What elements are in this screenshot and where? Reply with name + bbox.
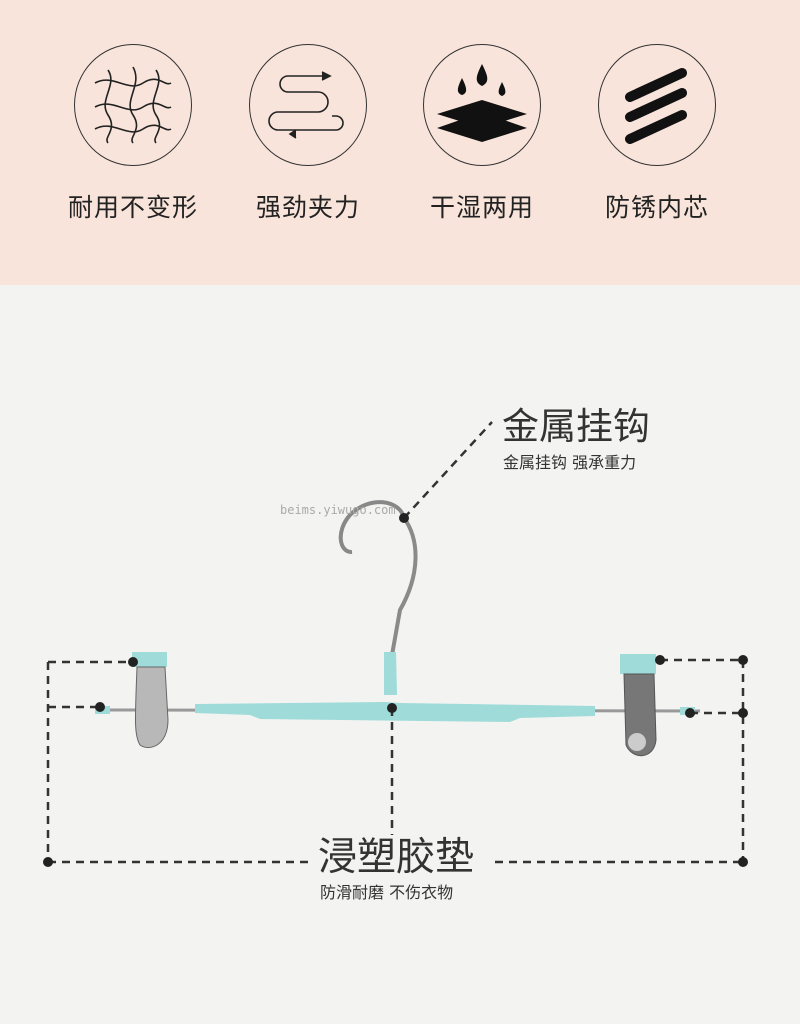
stripes-icon (598, 44, 716, 166)
pad-subtitle: 防滑耐磨 不伤衣物 (320, 883, 454, 902)
pad-title: 浸塑胶垫 (318, 835, 475, 880)
feature-rustproof: 防锈内芯 (587, 44, 727, 224)
watermark: beims.yiwugo.com (280, 503, 396, 517)
metal-hook (338, 500, 406, 554)
dashed-guides (46, 421, 745, 864)
left-clip (132, 652, 169, 749)
feature-wet-dry: 干湿两用 (412, 44, 552, 224)
hanger (95, 500, 701, 757)
feature-durable: 耐用不变形 (63, 44, 203, 224)
guide-dots (43, 513, 748, 867)
feature-clamp: 强劲夹力 (238, 44, 378, 224)
water-layers-icon (423, 44, 541, 166)
hook-subtitle: 金属挂钩 强承重力 (503, 453, 637, 472)
right-clip (620, 654, 657, 757)
neck-sleeve (384, 652, 397, 695)
zigzag-arrows-icon (249, 44, 367, 166)
mesh-icon (74, 44, 192, 166)
hook-title: 金属挂钩 (502, 405, 650, 448)
